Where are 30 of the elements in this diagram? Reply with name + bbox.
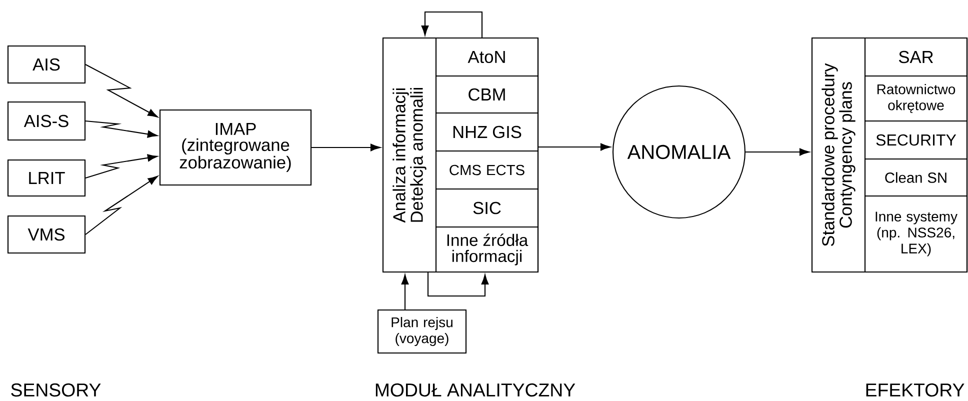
table-cell: CBM: [435, 75, 539, 114]
process-box: Plan rejsu (voyage): [377, 309, 467, 354]
table-cell: SAR: [864, 37, 968, 77]
arrow: [312, 144, 381, 152]
arrow: [538, 143, 611, 151]
arrow: [401, 274, 409, 310]
process-box: LRIT: [7, 159, 86, 197]
table-cell: SIC: [435, 188, 539, 228]
table-cell: AtoN: [435, 37, 539, 77]
table-cell: Inne systemy (np. NSS26, LEX): [864, 195, 968, 273]
table-cell: Ratownictwo okrętowe: [864, 75, 968, 122]
arrow: [427, 272, 489, 297]
arrow: [85, 64, 158, 118]
process-box: AIS-S: [7, 101, 86, 141]
table-cell: NHZ GIS: [435, 112, 539, 152]
arrow: [85, 154, 158, 179]
process-box: AIS: [7, 45, 86, 84]
process-box: IMAP (zintegrowane zobrazowanie): [159, 109, 312, 186]
section-label: MODUŁ ANALITYCZNY: [376, 383, 576, 397]
table-cell: Clean SN: [864, 158, 968, 197]
table-cell: SECURITY: [864, 120, 968, 160]
table-cell: Inne źródła informacji: [435, 226, 539, 273]
table-cell: CMS ECTS: [435, 150, 539, 190]
arrow: [85, 120, 158, 138]
arrow: [421, 11, 483, 38]
process-box: VMS: [7, 215, 86, 254]
section-label: EFEKTORY: [866, 383, 964, 397]
arrow: [746, 148, 810, 156]
arrow: [85, 176, 158, 235]
section-label: SENSORY: [11, 383, 101, 397]
